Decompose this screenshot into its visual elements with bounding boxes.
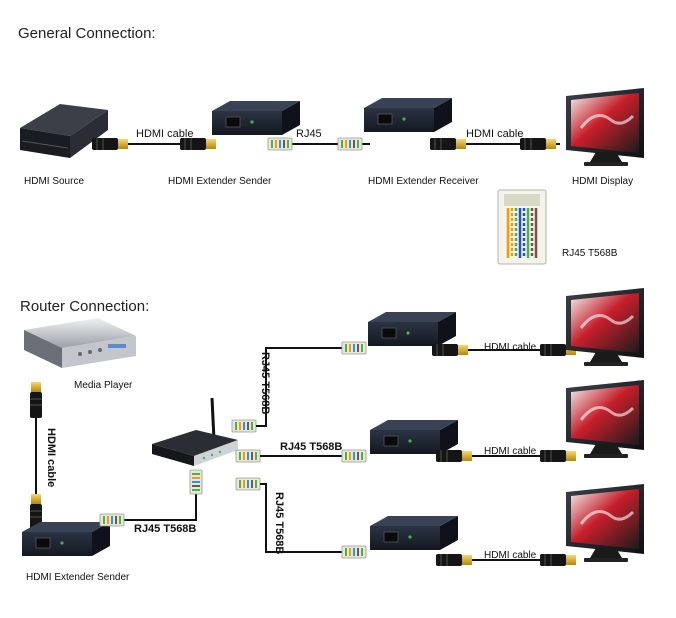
rj45-t568b-label: RJ45 T568B: [562, 248, 618, 259]
router-display-bottom: [564, 482, 646, 564]
media-player-device: [24, 318, 136, 368]
hdmi-plug-display: [520, 138, 556, 150]
hdmi-plug-display-middle: [540, 450, 576, 462]
router-extender-receiver-top: [367, 311, 457, 347]
hdmi-extender-receiver-label: HDMI Extender Receiver: [368, 176, 479, 187]
rj45-receiver-bottom: [341, 545, 367, 559]
router-extender-sender: [21, 521, 111, 557]
hdmi-plug-display-bottom: [540, 554, 576, 566]
network-router: [152, 397, 238, 466]
general-connection-heading: General Connection:: [18, 25, 156, 42]
general-hdmi-display: [564, 86, 646, 168]
general-extender-sender: [211, 100, 301, 136]
rj45-plug-router-in: [189, 469, 203, 495]
rj45-router-out-middle: [235, 449, 261, 463]
rj45-router-out-bottom: [235, 477, 261, 491]
rj45-top-label: RJ45 T568B: [259, 352, 271, 414]
router-vertical-hdmi-label: HDMI cable: [45, 428, 57, 487]
hdmi-plug-receiver-top: [432, 344, 468, 356]
router-extender-receiver-bottom: [369, 515, 459, 551]
router-extender-receiver-middle: [369, 419, 459, 455]
rj45-t568b-plug-closeup: [497, 189, 547, 265]
router-hdmi-label-bottom: HDMI cable: [484, 550, 537, 561]
general-hdmi-cable-label-1: HDMI cable: [136, 128, 193, 140]
hdmi-source-label: HDMI Source: [24, 176, 84, 187]
general-extender-receiver: [363, 97, 453, 133]
media-player-label: Media Player: [74, 380, 133, 391]
router-connection-heading: Router Connection:: [20, 298, 149, 315]
rj45-middle-label: RJ45 T568B: [280, 441, 342, 453]
rj45-plug-receiver: [337, 137, 363, 151]
router-cable-top: [256, 347, 344, 427]
rj45-receiver-middle: [341, 449, 367, 463]
rj45-bottom-label: RJ45 T568B: [273, 492, 285, 554]
general-hdmi-cable-label-2: HDMI cable: [466, 128, 523, 140]
hdmi-source-device: [20, 104, 108, 158]
hdmi-plug-receiver-bottom: [436, 554, 472, 566]
router-display-top: [564, 286, 646, 368]
rj45-router-out-top: [231, 419, 257, 433]
router-cable-bottom: [260, 483, 344, 553]
router-extender-sender-label: HDMI Extender Sender: [26, 572, 130, 583]
hdmi-plug-receiver-out: [430, 138, 466, 150]
general-rj45-label: RJ45: [296, 128, 322, 140]
rj45-to-router-label: RJ45 T568B: [134, 523, 196, 535]
rj45-plug-router-sender: [99, 513, 125, 527]
router-hdmi-label-middle: HDMI cable: [484, 446, 537, 457]
hdmi-extender-sender-label: HDMI Extender Sender: [168, 176, 272, 187]
router-hdmi-label-top: HDMI cable: [484, 342, 537, 353]
router-display-middle: [564, 378, 646, 460]
hdmi-display-label: HDMI Display: [572, 176, 633, 187]
rj45-plug-sender: [267, 137, 293, 151]
hdmi-plug-player-out: [30, 382, 42, 418]
hdmi-plug-source: [92, 138, 128, 150]
hdmi-plug-receiver-middle: [436, 450, 472, 462]
router-uplink-cable: [110, 486, 197, 521]
rj45-receiver-top: [341, 341, 367, 355]
